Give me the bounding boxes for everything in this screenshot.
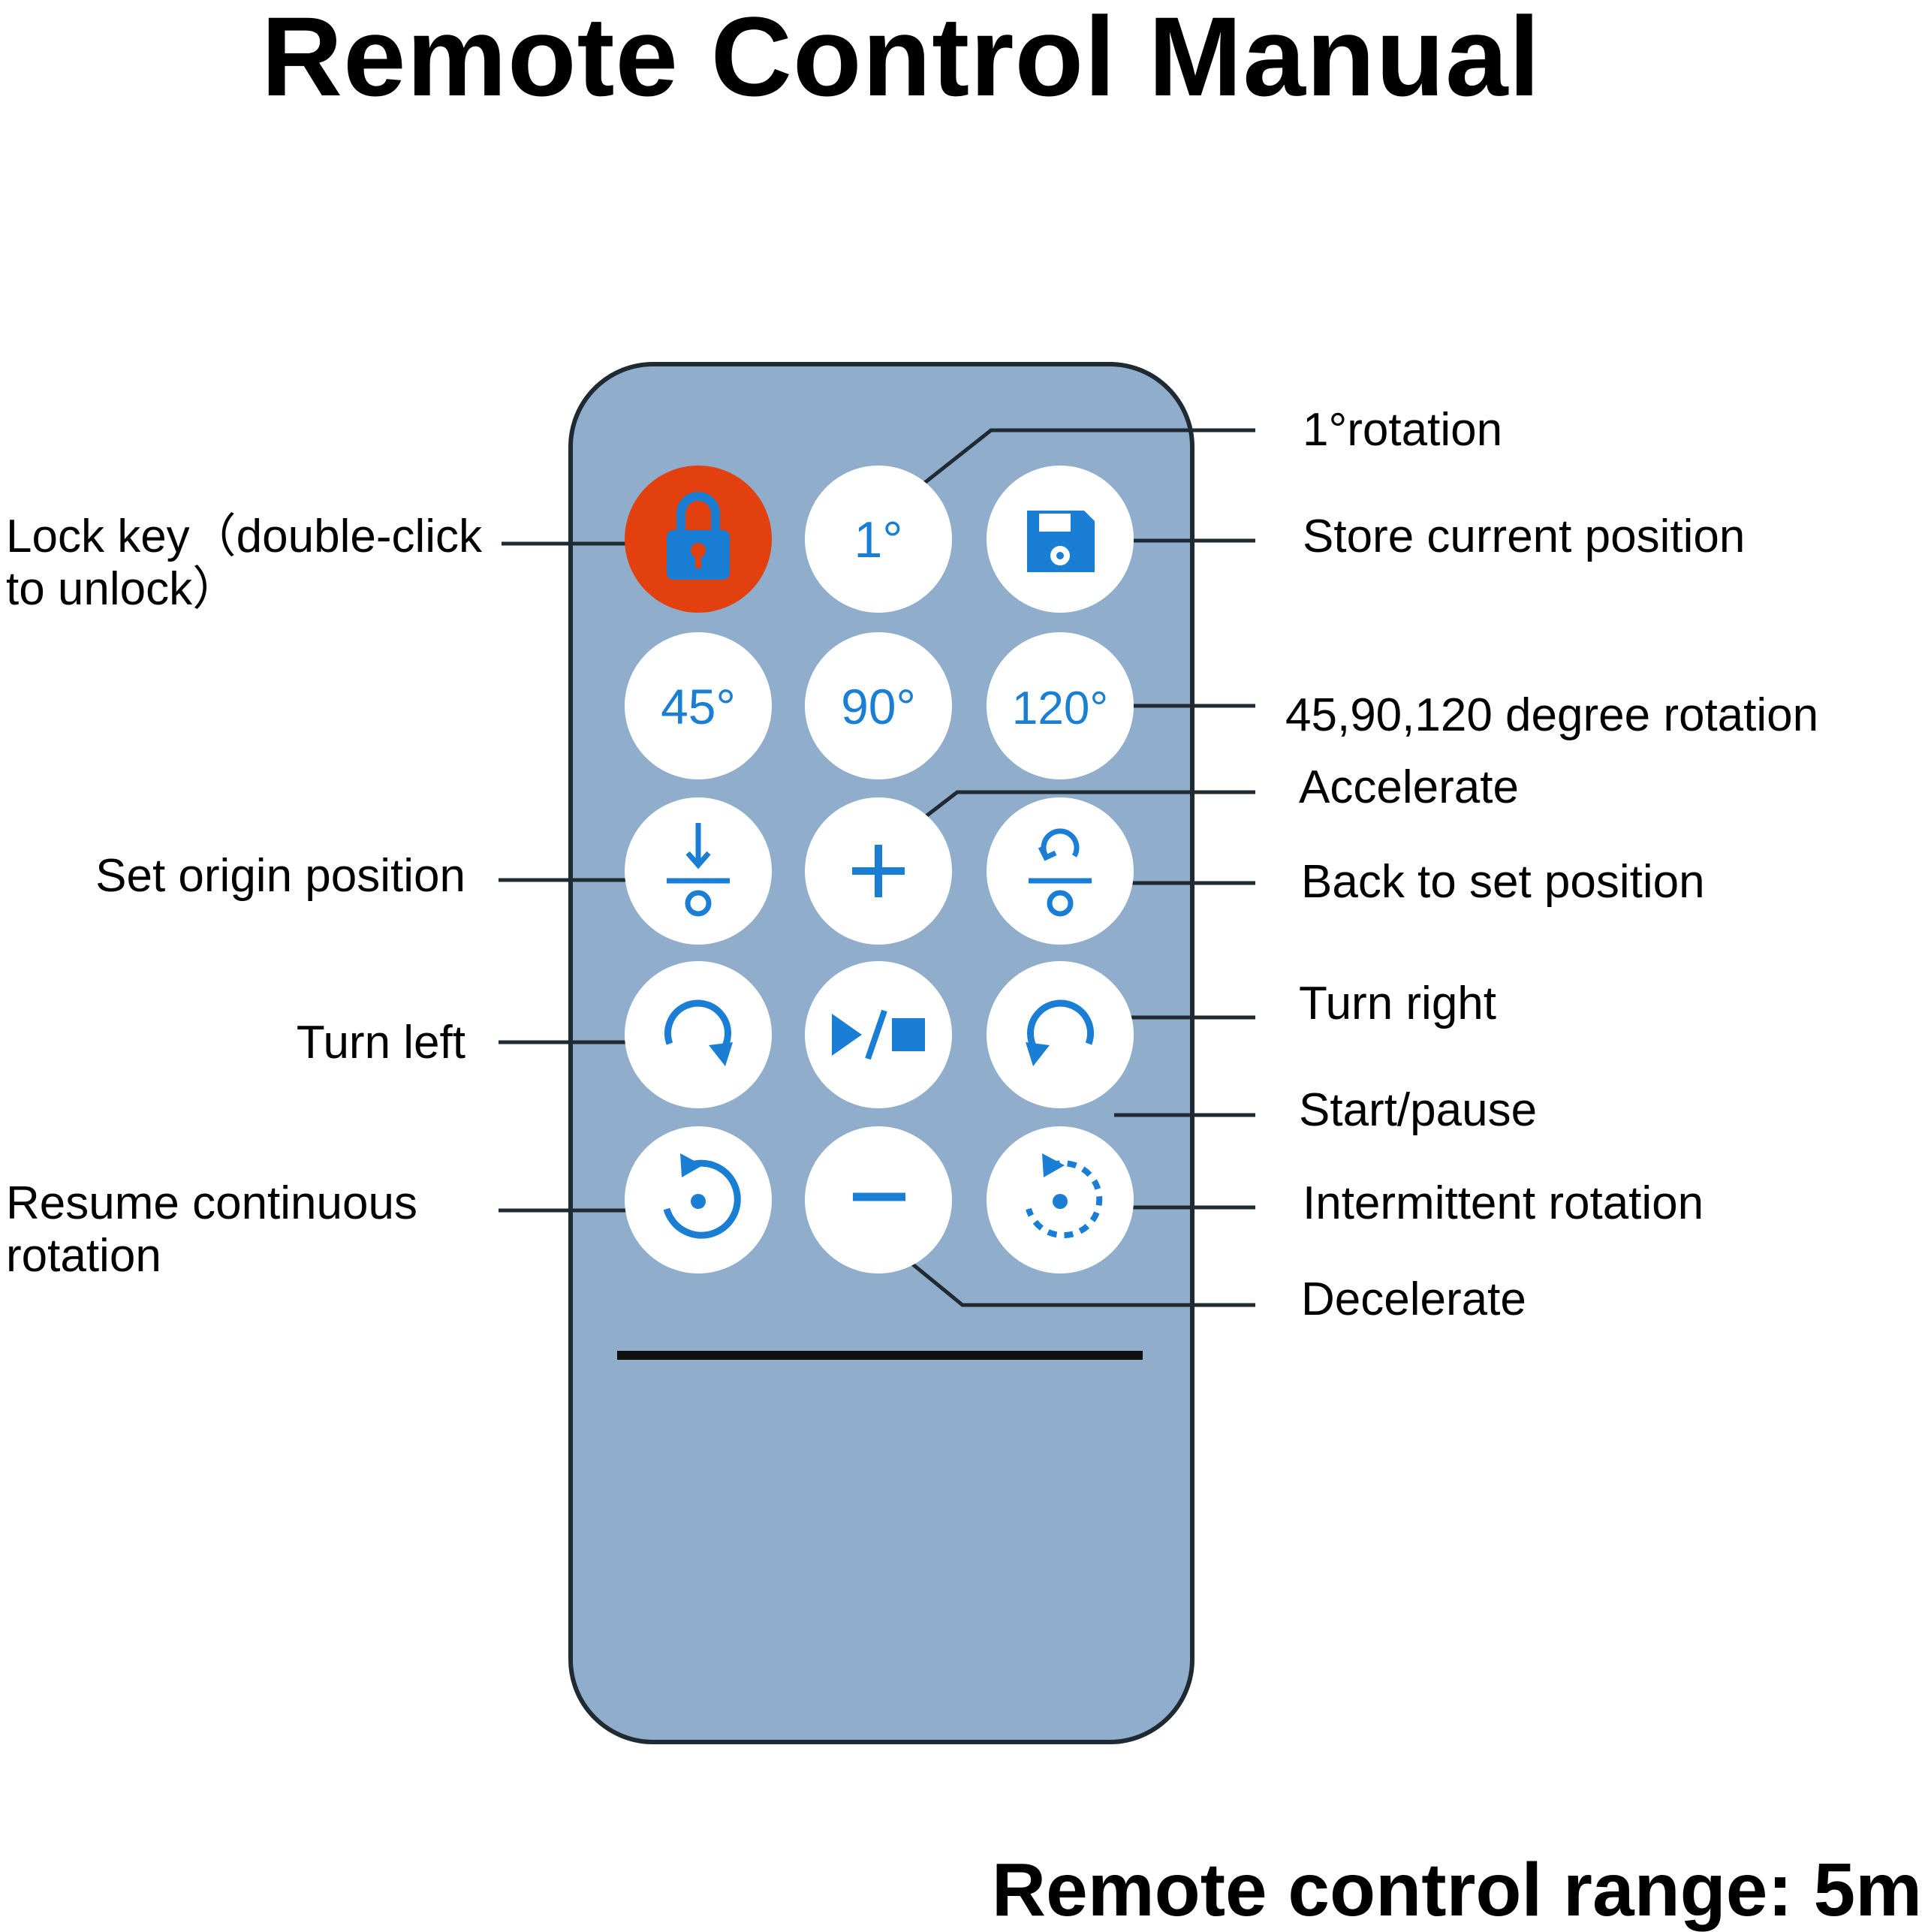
turn-right-button[interactable] [987,961,1134,1108]
floppy-save-icon [1027,511,1095,572]
label-resume-continuous: Resume continuous rotation [6,1177,417,1282]
button-label-90deg: 90° [841,679,916,734]
page-title: Remote Control Manual [261,0,1541,119]
resume-rotation-button[interactable] [625,1126,772,1273]
rotate-120-button[interactable]: 120° [987,632,1134,779]
start-pause-button[interactable] [805,961,952,1108]
label-turn-left: Turn left [296,1017,465,1068]
rotate-45-button[interactable]: 45° [625,632,772,779]
label-set-origin: Set origin position [95,850,465,902]
button-label-1deg: 1° [854,511,902,568]
set-origin-icon [667,823,730,917]
play-stop-icon [832,1009,925,1060]
label-turn-right: Turn right [1299,978,1497,1029]
label-lock-key: Lock key（double-click to unlock） [6,511,483,615]
back-to-position-icon [1029,828,1092,917]
label-accelerate: Accelerate [1299,761,1519,813]
range-caption: Remote control range: 5m [991,1848,1922,1932]
plus-icon [852,845,905,897]
rotate-clockwise-icon [664,999,733,1066]
turn-left-button[interactable] [625,961,772,1108]
accelerate-button[interactable] [805,797,952,945]
lock-button[interactable] [625,466,772,613]
back-to-position-button[interactable] [987,797,1134,945]
rotate-90-button[interactable]: 90° [805,632,952,779]
store-position-button[interactable] [987,466,1134,613]
rotate-counterclockwise-icon [1026,999,1094,1066]
set-origin-button[interactable] [625,797,772,945]
label-back-to-set: Back to set position [1301,856,1705,908]
label-degree-rotation: 45,90,120 degree rotation [1285,689,1819,741]
resume-rotation-icon [663,1153,741,1239]
lock-icon [667,492,730,580]
label-start-pause: Start/pause [1299,1084,1538,1136]
label-store-position: Store current position [1303,511,1746,562]
decelerate-button[interactable] [805,1126,952,1273]
button-label-45deg: 45° [661,679,736,734]
button-label-120deg: 120° [1012,683,1108,734]
label-rotation-1: 1°rotation [1303,404,1503,456]
label-decelerate: Decelerate [1301,1273,1526,1325]
intermittent-rotation-icon [1026,1153,1103,1239]
rotate-1-degree-button[interactable]: 1° [805,466,952,613]
label-intermittent: Intermittent rotation [1303,1177,1704,1229]
intermittent-rotation-button[interactable] [987,1126,1134,1273]
leader-rotation-1 [907,428,1255,497]
